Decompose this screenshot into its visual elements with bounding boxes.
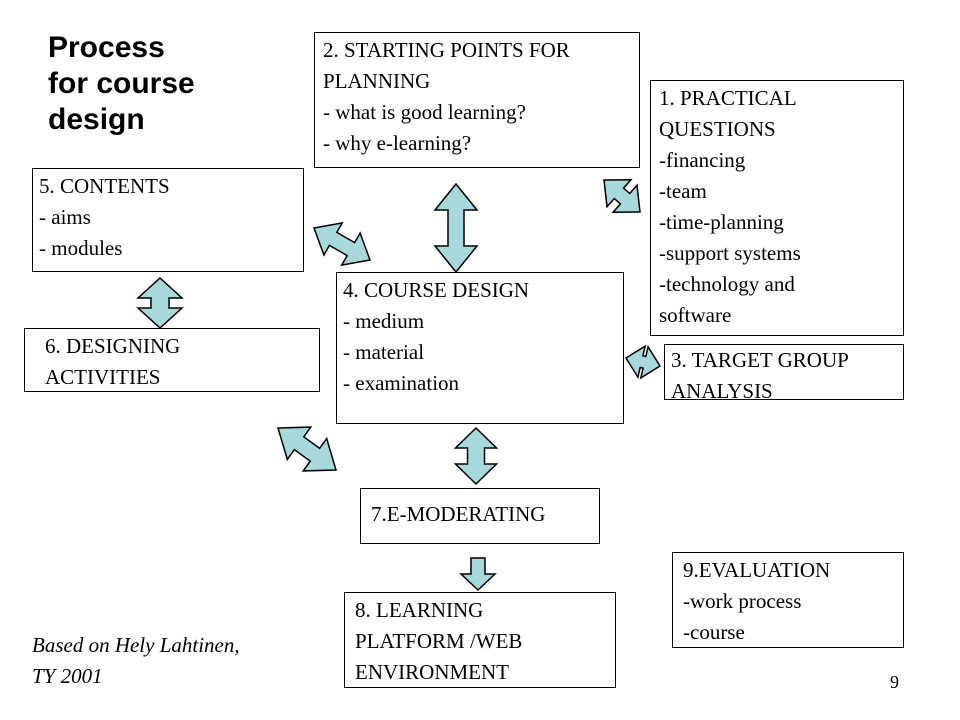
box-practical-questions: 1. PRACTICAL QUESTIONS -financing -team …	[650, 80, 904, 336]
box-evaluation: 9.EVALUATION -work process -course	[672, 552, 904, 648]
box-line: - material	[343, 340, 425, 364]
box-line: 9.EVALUATION	[683, 558, 831, 582]
box-line: 4. COURSE DESIGN	[343, 278, 530, 302]
box-line: - what is good learning?	[323, 100, 526, 124]
source-credit: Based on Hely Lahtinen, TY 2001	[32, 630, 240, 692]
box-line: 8. LEARNING	[355, 598, 484, 622]
box-line: -course	[683, 620, 745, 644]
box-line: -time-planning	[659, 210, 784, 234]
title-line: Process	[48, 31, 165, 64]
box-course-design: 4. COURSE DESIGN - medium - material - e…	[336, 272, 624, 424]
box-designing-activities: 6. DESIGNING ACTIVITIES	[24, 328, 320, 392]
box-line: 2. STARTING POINTS FOR	[323, 38, 570, 62]
box-line: 1. PRACTICAL	[659, 86, 797, 110]
box-line: 7.E-MODERATING	[371, 502, 546, 526]
box-line: -financing	[659, 148, 746, 172]
box-line: -technology and	[659, 272, 795, 296]
title-line: design	[48, 103, 145, 136]
box-line: PLATFORM /WEB	[355, 629, 523, 653]
arrow-starting-to-course-design	[433, 182, 479, 274]
arrow-course-design-to-moderating	[453, 426, 499, 486]
arrow-contents-to-designing	[136, 276, 184, 330]
box-line: -support systems	[659, 241, 801, 265]
arrow-contents-to-course-design	[312, 221, 372, 267]
box-line: 6. DESIGNING	[45, 334, 181, 358]
box-line: ANALYSIS	[671, 379, 773, 400]
arrow-target-group-to-course-design	[624, 344, 662, 380]
credit-line: Based on Hely Lahtinen,	[32, 633, 240, 657]
box-line: - modules	[39, 236, 123, 260]
box-line: PLANNING	[323, 69, 431, 93]
box-line: ACTIVITIES	[45, 365, 161, 389]
box-line: - aims	[39, 205, 91, 229]
slide-title: Process for course design	[48, 30, 298, 138]
page-number: 9	[890, 672, 899, 692]
box-line: 3. TARGET GROUP	[671, 348, 849, 372]
box-line: QUESTIONS	[659, 117, 776, 141]
arrow-designing-to-moderating	[277, 426, 337, 472]
credit-line: TY 2001	[32, 664, 103, 688]
box-line: -team	[659, 179, 707, 203]
box-line: 5. CONTENTS	[39, 174, 170, 198]
arrow-moderating-to-platform	[459, 557, 497, 592]
box-contents: 5. CONTENTS - aims - modules	[32, 168, 304, 272]
title-line: for course	[48, 67, 195, 100]
arrow-practical-to-course-design	[603, 179, 641, 213]
box-line: - why e-learning?	[323, 131, 472, 155]
box-e-moderating: 7.E-MODERATING	[360, 488, 600, 544]
box-target-group: 3. TARGET GROUP ANALYSIS	[664, 344, 904, 400]
box-line: - examination	[343, 371, 460, 395]
box-starting-points: 2. STARTING POINTS FOR PLANNING - what i…	[314, 32, 640, 168]
box-learning-platform: 8. LEARNING PLATFORM /WEB ENVIRONMENT	[344, 592, 616, 688]
box-line: - medium	[343, 309, 425, 333]
box-line: software	[659, 303, 732, 327]
box-line: ENVIRONMENT	[355, 660, 509, 684]
box-line: -work process	[683, 589, 802, 613]
